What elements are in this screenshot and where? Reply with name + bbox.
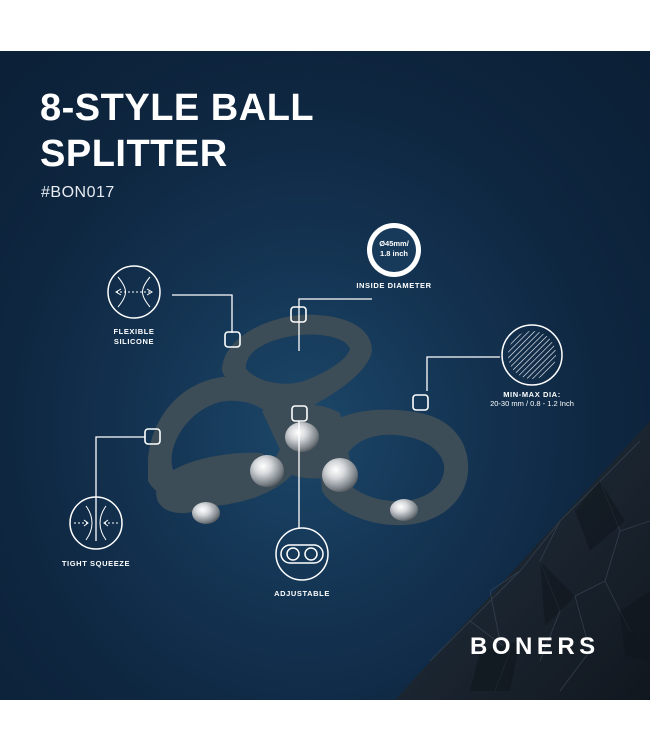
title-line-1: 8-STYLE BALL	[40, 87, 315, 129]
rock-texture	[395, 421, 650, 700]
diameter-badge-icon	[367, 223, 421, 277]
min-max-label: MIN-MAX DIA:	[503, 390, 561, 399]
product-code: #BON017	[41, 184, 115, 201]
flex-arrows-icon	[107, 265, 161, 319]
metal-snaps	[192, 422, 418, 524]
min-max-detail: 20-30 mm / 0.8 - 1.2 Inch	[490, 399, 574, 408]
flexible-label-line-1: FLEXIBLE	[113, 327, 155, 336]
inside-diameter-label: INSIDE DIAMETER	[356, 281, 432, 290]
flexible-label-line-2: SILICONE	[113, 337, 155, 346]
product-title: 8-STYLE BALL SPLITTER	[40, 85, 314, 177]
brand-logo: BONERS	[470, 633, 600, 660]
flexible-silicone-label: FLEXIBLE SILICONE	[104, 327, 164, 347]
product-panel: 8-STYLE BALL SPLITTER #BON017	[0, 51, 650, 700]
adjustable-label: ADJUSTABLE	[274, 589, 330, 598]
double-snap-icon	[275, 527, 329, 581]
product-illustration	[69, 223, 563, 581]
title-line-2: SPLITTER	[40, 133, 228, 175]
diameter-badge-text: Ø45mm/ 1.8 inch	[372, 239, 416, 259]
diameter-badge-line-2: 1.8 inch	[380, 249, 408, 258]
squeeze-arrows-icon	[69, 496, 123, 550]
tight-squeeze-label: TIGHT SQUEEZE	[61, 559, 131, 568]
diameter-badge-line-1: Ø45mm/	[379, 239, 409, 248]
silicone-straps	[148, 314, 469, 526]
hatched-circle-icon	[501, 324, 563, 386]
